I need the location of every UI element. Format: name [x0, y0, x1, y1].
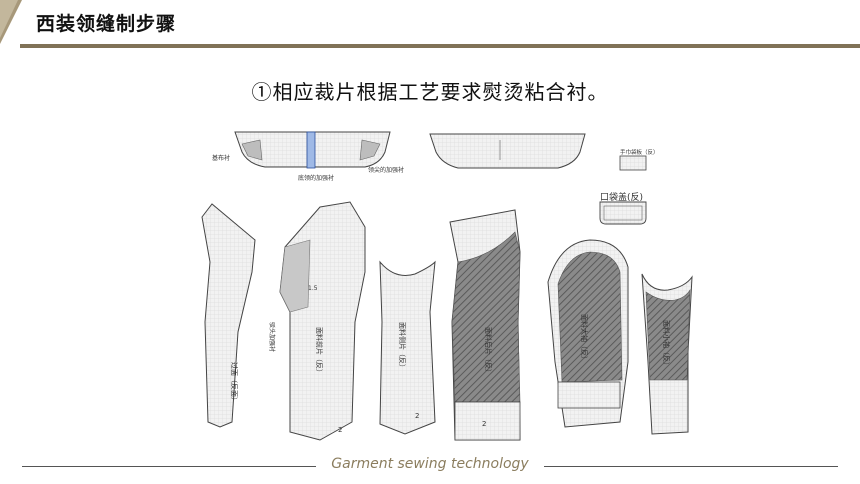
pattern-pieces-diagram: 基布衬 底领的加强衬 领尖的加强衬 手巾袋板（反） 口袋盖(反) 过面（反面） …	[201, 131, 693, 441]
pocket-square-piece	[619, 155, 647, 171]
small-sleeve-piece: 面料小袖（反）	[641, 273, 693, 435]
label-collar-tip: 领尖的加强衬	[368, 166, 404, 174]
label-big-sleeve: 面料大袖（反）	[580, 314, 589, 363]
label-lapel-reinforce: 驳头加强衬	[268, 322, 276, 352]
facing-piece: 过面（反面）	[201, 203, 256, 428]
label-back-piece: 面料后片（反）	[484, 327, 493, 376]
collar-interlining-piece	[234, 131, 391, 169]
front-body-piece: 1.5 驳头加强衬 面料前片（反） 2	[268, 201, 366, 441]
label-collar-base: 基布衬	[212, 154, 230, 162]
step-instruction: ①相应裁片根据工艺要求熨烫粘合衬。	[251, 80, 609, 104]
label-pocket-square: 手巾袋板（反）	[620, 148, 659, 156]
label-small-sleeve: 面料小袖（反）	[662, 320, 671, 369]
header-bar: 西装领缝制步骤	[0, 0, 860, 50]
label-number-2c: 2	[482, 420, 486, 428]
pocket-flap-piece	[599, 201, 647, 225]
header-divider	[20, 44, 860, 48]
footer-line-right	[544, 466, 838, 467]
label-number-2a: 2	[338, 426, 342, 434]
side-body-piece: 面料侧片（反） 2	[379, 260, 436, 435]
label-number-2b: 2	[415, 412, 419, 420]
footer-text: Garment sewing technology	[331, 456, 529, 472]
back-body-piece: 面料后片（反） 2	[449, 209, 521, 441]
page-title: 西装领缝制步骤	[36, 13, 177, 35]
label-collar-bottom: 底领的加强衬	[298, 174, 334, 182]
label-measure-15: 1.5	[308, 285, 318, 292]
header-accent-inner-shape	[0, 0, 18, 38]
label-front-piece: 面料前片（反）	[315, 327, 324, 376]
label-side-piece: 面料侧片（反）	[398, 322, 407, 371]
label-facing: 过面（反面）	[230, 362, 239, 404]
footer: Garment sewing technology	[0, 456, 860, 476]
footer-line-left	[22, 466, 316, 467]
collar-upper-piece	[429, 133, 586, 169]
big-sleeve-piece: 面料大袖（反）	[547, 239, 629, 428]
label-pocket-flap: 口袋盖(反)	[600, 191, 643, 203]
